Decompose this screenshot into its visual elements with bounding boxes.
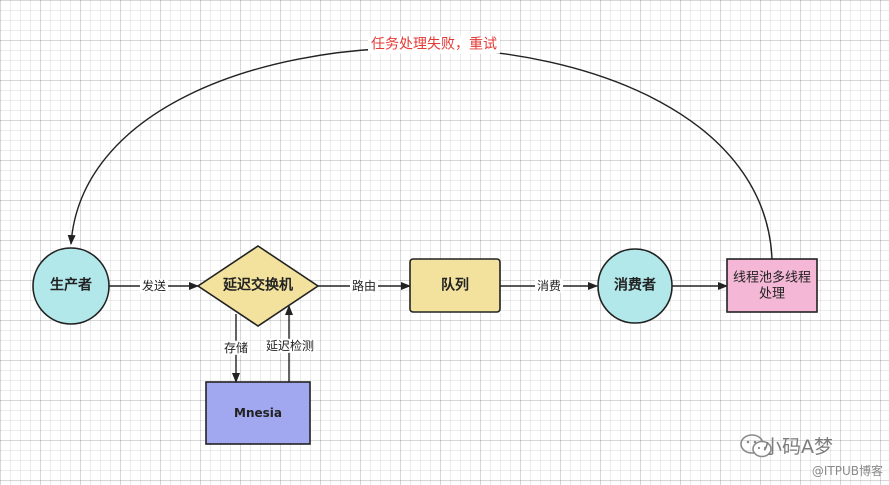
watermark-site: @ITPUB博客	[811, 464, 883, 478]
producer-label: 生产者	[50, 277, 92, 294]
mnesia-node	[205, 381, 311, 445]
edge-delay-check-label: 延迟检测	[263, 338, 317, 354]
edge-route-label: 路由	[349, 278, 379, 294]
mnesia-label: Mnesia	[234, 405, 282, 420]
producer-node	[32, 247, 110, 325]
consumer-node	[597, 248, 673, 324]
queue-node	[409, 258, 501, 313]
watermark-brand: 小码A梦	[763, 436, 833, 458]
exchange-node	[196, 245, 320, 327]
edge-send-label: 发送	[139, 278, 169, 294]
thread-pool-node	[726, 258, 818, 313]
retry-label: 任务处理失败，重试	[368, 36, 500, 54]
thread-pool-label: 线程池多线程处理	[733, 270, 812, 301]
exchange-label: 延迟交换机	[223, 277, 293, 294]
edge-consume-label: 消费	[534, 278, 564, 294]
wechat-icon	[740, 434, 772, 458]
consumer-label: 消费者	[614, 277, 656, 294]
retry-arc	[67, 47, 773, 260]
edge-store-label: 存储	[221, 340, 251, 356]
queue-label: 队列	[441, 277, 469, 294]
